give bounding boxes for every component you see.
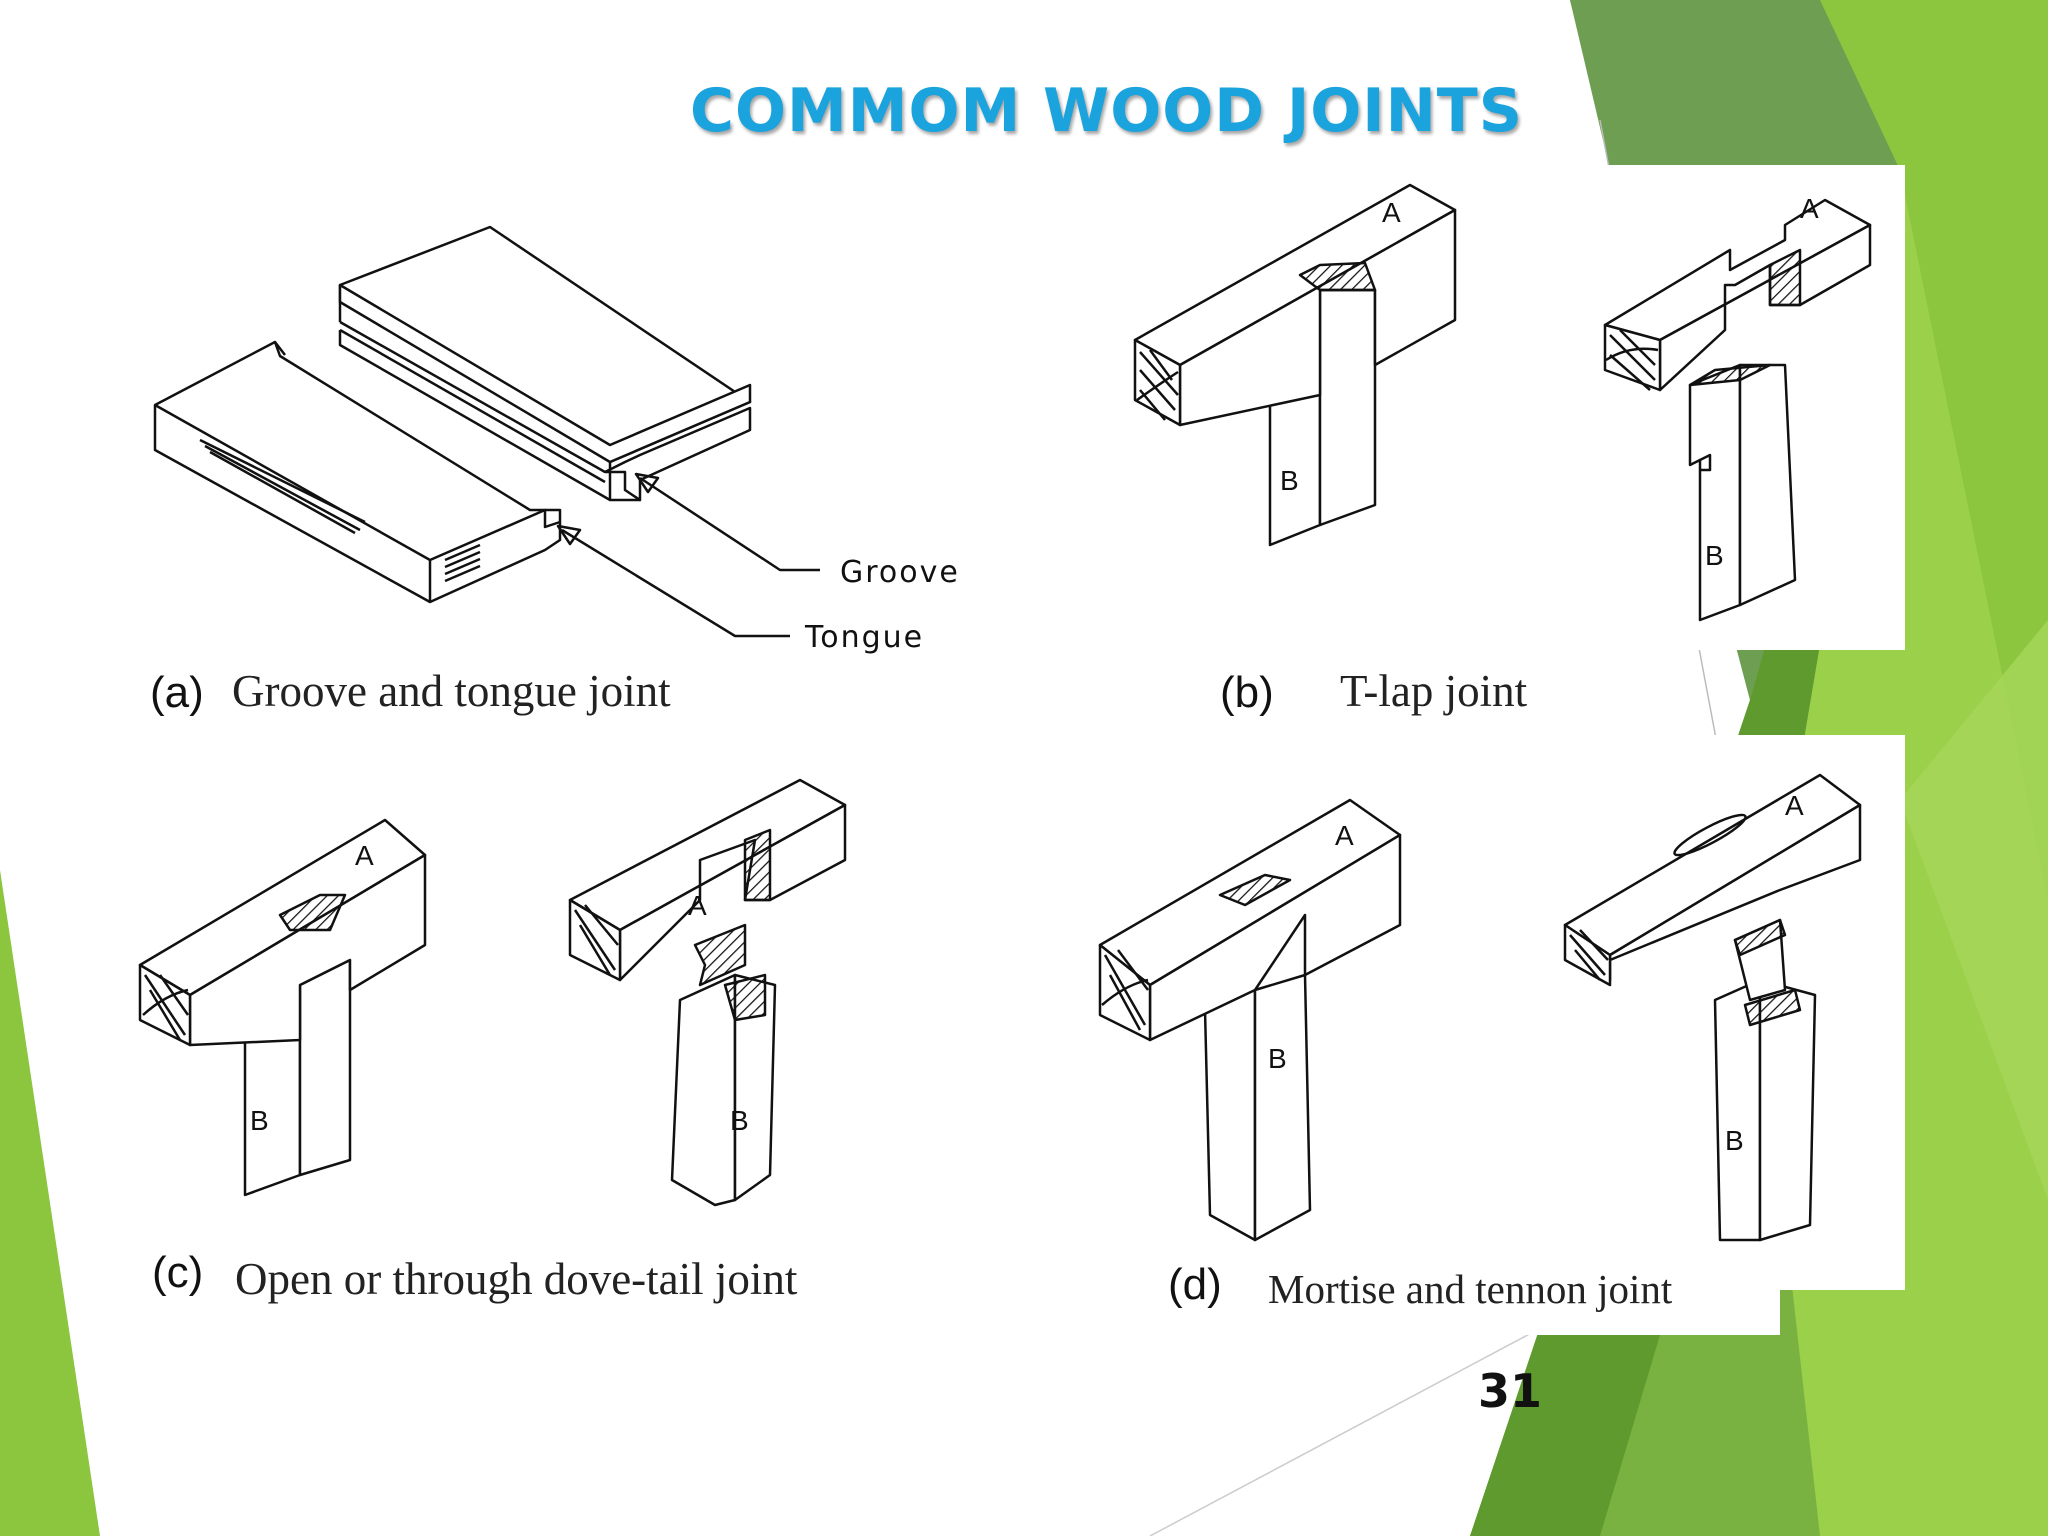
tongue-board [153,340,562,604]
mortise-exploded-label-b: B [1725,1125,1744,1156]
dovetail-assembled: A B [138,818,427,1197]
figure-c-caption: Open or through dove-tail joint [235,1254,798,1304]
figure-b-caption: T-lap joint [1340,666,1528,716]
page-number: 31 [1478,1364,1543,1418]
dovetail-assembled-label-b: B [250,1105,269,1136]
figure-d-caption-panel [1240,1250,1780,1335]
dovetail-exploded-label-a: A [688,890,707,921]
mortise-exploded-label-a: A [1785,790,1804,821]
t-lap-assembled: A B [1133,183,1457,547]
mortise-assembled-label-a: A [1335,820,1354,851]
mortise-exploded: A B [1563,773,1862,1242]
slide-title: COMMOM WOOD JOINTS [690,76,1523,146]
figure-d-caption: Mortise and tennon joint [1268,1266,1673,1312]
figure-a-caption: Groove and tongue joint [232,666,671,716]
t-lap-assembled-label-b: B [1280,465,1299,496]
mortise-assembled-label-b: B [1268,1043,1287,1074]
figure-a-letter: (a) [150,668,204,717]
dovetail-exploded-label-b: B [730,1105,749,1136]
figure-d-letter: (d) [1168,1260,1222,1309]
t-lap-exploded: A B [1603,193,1872,622]
tongue-callout-label: Tongue [805,620,925,655]
dovetail-assembled-label-a: A [355,840,374,871]
dovetail-exploded: A B [568,778,847,1207]
groove-board [338,225,752,502]
mortise-assembled: A B [1098,798,1402,1242]
t-lap-assembled-label-a: A [1382,197,1401,228]
t-lap-exploded-label-a: A [1800,193,1819,224]
figure-b-letter: (b) [1220,668,1274,717]
figure-c-letter: (c) [152,1248,204,1297]
groove-callout-label: Groove [840,555,960,590]
t-lap-exploded-label-b: B [1705,540,1724,571]
